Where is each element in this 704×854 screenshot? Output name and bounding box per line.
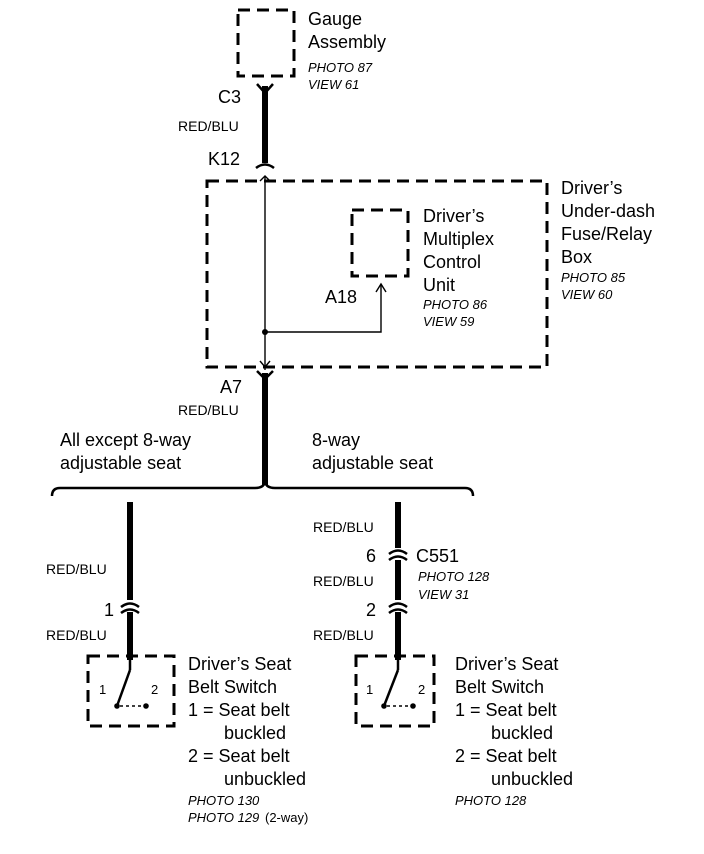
- wire-label-4: RED/BLU: [46, 627, 107, 643]
- branch-bracket: [50, 479, 475, 497]
- left-switch-photo2-note: (2-way): [265, 810, 308, 825]
- gauge-name-line2: Assembly: [308, 32, 386, 52]
- c551-pin-bottom-label: 2: [366, 600, 376, 620]
- fusebox-name-line4: Box: [561, 247, 592, 267]
- c551-view-ref: VIEW 31: [418, 587, 469, 602]
- mcu-photo-ref: PHOTO 86: [423, 297, 488, 312]
- branch-left-line2: adjustable seat: [60, 453, 181, 473]
- left-switch-pos2: 2: [151, 682, 158, 697]
- mcu-name-line1: Driver’s: [423, 206, 484, 226]
- c551-pin-top-label: 6: [366, 546, 376, 566]
- mcu-name-line2: Multiplex: [423, 229, 494, 249]
- internal-line-to-mcu: [265, 284, 382, 333]
- left-switch-contact-1: [114, 703, 120, 709]
- gauge-photo-ref: PHOTO 87: [308, 60, 373, 75]
- right-switch-state1a: 1 = Seat belt: [455, 700, 557, 720]
- left-switch-blade: [115, 669, 132, 707]
- c551-photo-ref: PHOTO 128: [418, 569, 490, 584]
- a7-terminal-label: A7: [220, 377, 242, 397]
- mcu-name-line3: Control: [423, 252, 481, 272]
- wire-label-6: RED/BLU: [313, 573, 374, 589]
- mcu-name-line4: Unit: [423, 275, 455, 295]
- internal-arrow-bottom: [259, 360, 271, 369]
- c3-connector-label: C3: [218, 87, 241, 107]
- k12-terminal-label: K12: [208, 149, 240, 169]
- left-switch-photo1: PHOTO 130: [188, 793, 260, 808]
- a18-terminal-label: A18: [325, 287, 357, 307]
- fusebox-view-ref: VIEW 60: [561, 287, 613, 302]
- left-switch-title2: Belt Switch: [188, 677, 277, 697]
- wire-label-2: RED/BLU: [178, 402, 239, 418]
- wire-label-1: RED/BLU: [178, 118, 239, 134]
- left-switch-title1: Driver’s Seat: [188, 654, 291, 674]
- left-switch-state1a: 1 = Seat belt: [188, 700, 290, 720]
- mcu-box: [350, 208, 410, 278]
- right-switch-pos2: 2: [418, 682, 425, 697]
- right-switch-blade: [382, 669, 400, 707]
- gauge-view-ref: VIEW 61: [308, 77, 359, 92]
- wire-label-7: RED/BLU: [313, 627, 374, 643]
- c551-pin2-bottom: [388, 608, 408, 615]
- gauge-name-line1: Gauge: [308, 9, 362, 29]
- k12-connector-symbol: [255, 163, 275, 170]
- right-switch-title2: Belt Switch: [455, 677, 544, 697]
- c551-pin6-top: [388, 549, 408, 556]
- left-pin-label: 1: [104, 600, 114, 620]
- wire-label-3: RED/BLU: [46, 561, 107, 577]
- right-switch-state2b: unbuckled: [491, 769, 573, 789]
- right-switch-state1b: buckled: [491, 723, 553, 743]
- wire-label-5: RED/BLU: [313, 519, 374, 535]
- left-switch-state2a: 2 = Seat belt: [188, 746, 290, 766]
- left-switch-state1b: buckled: [224, 723, 286, 743]
- right-switch-contact-2: [410, 703, 416, 709]
- left-switch-box: [86, 654, 176, 728]
- right-switch-box: [354, 654, 436, 728]
- c551-pin2-top: [388, 602, 408, 609]
- mcu-view-ref: VIEW 59: [423, 314, 474, 329]
- gauge-assembly-box: [236, 8, 296, 78]
- fusebox-name-line2: Under-dash: [561, 201, 655, 221]
- left-connector-top: [120, 602, 140, 609]
- fusebox-photo-ref: PHOTO 85: [561, 270, 626, 285]
- right-switch-title1: Driver’s Seat: [455, 654, 558, 674]
- branch-right-line2: adjustable seat: [312, 453, 433, 473]
- left-switch-state2b: unbuckled: [224, 769, 306, 789]
- mcu-input-arrow: [375, 282, 387, 293]
- c551-pin6-bottom: [388, 555, 408, 562]
- fusebox-name-line3: Fuse/Relay: [561, 224, 652, 244]
- c551-connector-label: C551: [416, 546, 459, 566]
- branch-right-line1: 8-way: [312, 430, 360, 450]
- left-connector-bottom: [120, 608, 140, 615]
- right-switch-pos1: 1: [366, 682, 373, 697]
- left-switch-photo2: PHOTO 129: [188, 810, 259, 825]
- right-switch-contact-1: [381, 703, 387, 709]
- right-switch-photo1: PHOTO 128: [455, 793, 527, 808]
- fuse-relay-box: [205, 179, 549, 369]
- fusebox-name-line1: Driver’s: [561, 178, 622, 198]
- branch-left-line1: All except 8-way: [60, 430, 191, 450]
- right-switch-state2a: 2 = Seat belt: [455, 746, 557, 766]
- left-switch-pos1: 1: [99, 682, 106, 697]
- left-switch-contact-2: [143, 703, 149, 709]
